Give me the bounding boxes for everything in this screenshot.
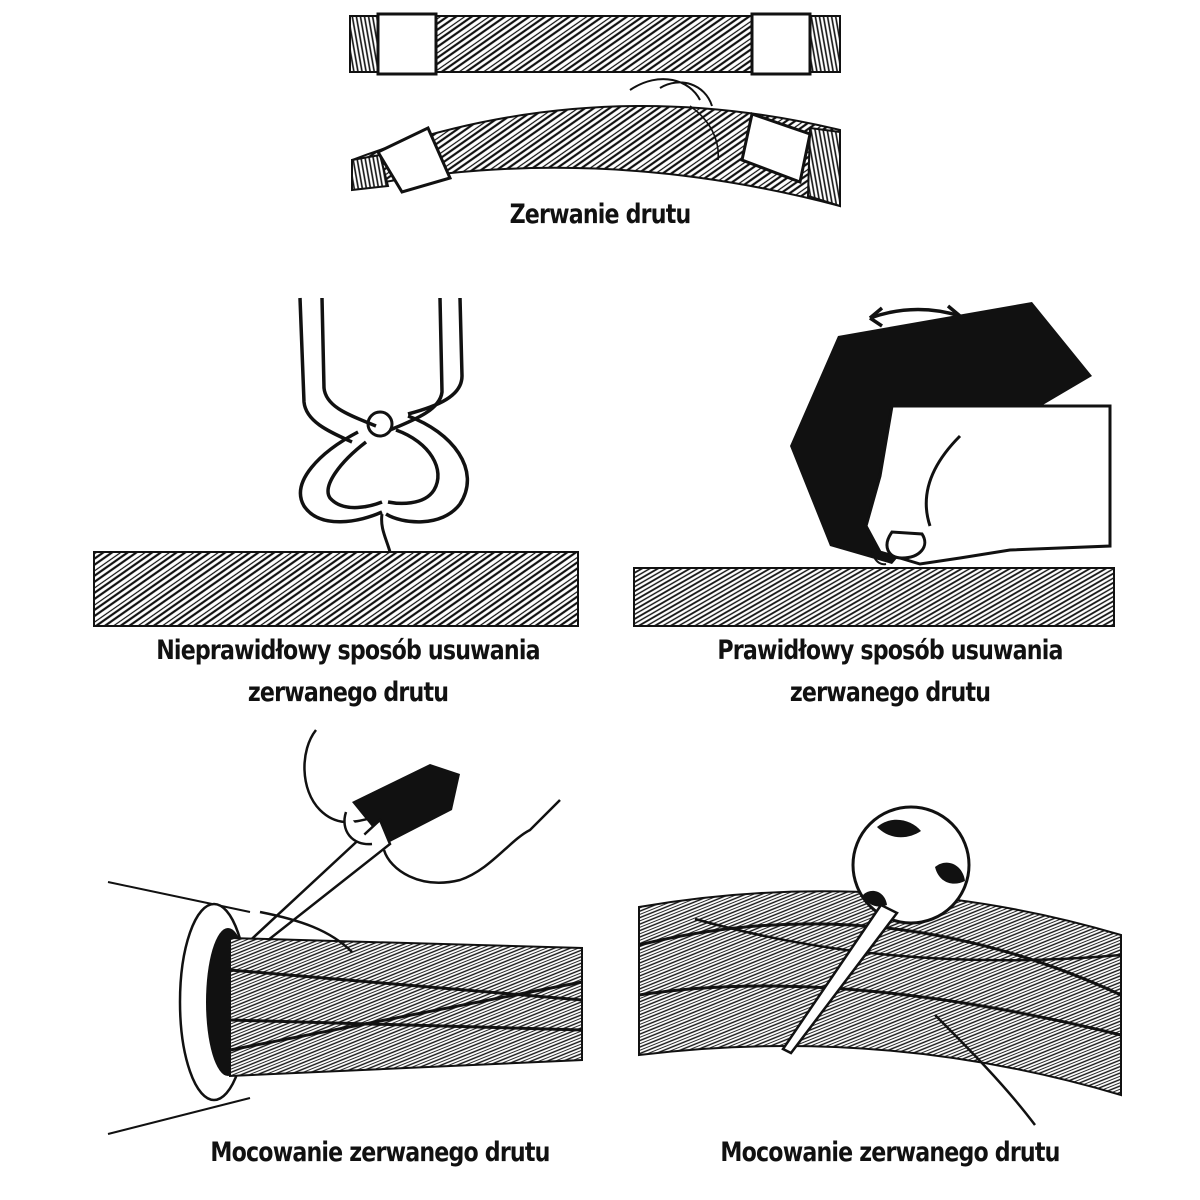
- rope: [638, 890, 1122, 1126]
- pliers-icon: [298, 297, 470, 553]
- securing-right-illustration: [635, 795, 1125, 1135]
- caption-securing-right: Mocowanie zerwanego drutu: [720, 1137, 1060, 1168]
- bent-rope: [351, 78, 841, 208]
- caption-securing-left: Mocowanie zerwanego drutu: [210, 1137, 550, 1168]
- hand-icon: [790, 302, 1112, 566]
- correct-removal-illustration: [630, 296, 1120, 632]
- spike-ball-icon: [781, 805, 971, 1055]
- caption-wire-break: Zerwanie drutu: [509, 199, 692, 230]
- straight-rope: [349, 12, 841, 76]
- sheave: [107, 881, 251, 1135]
- rope: [633, 567, 1115, 627]
- rope: [229, 910, 583, 1078]
- caption-incorrect-removal: Nieprawidłowy sposób usuwania zerwanego …: [156, 635, 540, 708]
- incorrect-removal-illustration: [90, 292, 580, 632]
- securing-left-illustration: [90, 720, 585, 1140]
- rope: [93, 551, 579, 627]
- caption-correct-removal: Prawidłowy sposób usuwania zerwanego dru…: [717, 635, 1063, 708]
- wire-break-illustration: [340, 10, 860, 210]
- hand-icon: [303, 729, 561, 884]
